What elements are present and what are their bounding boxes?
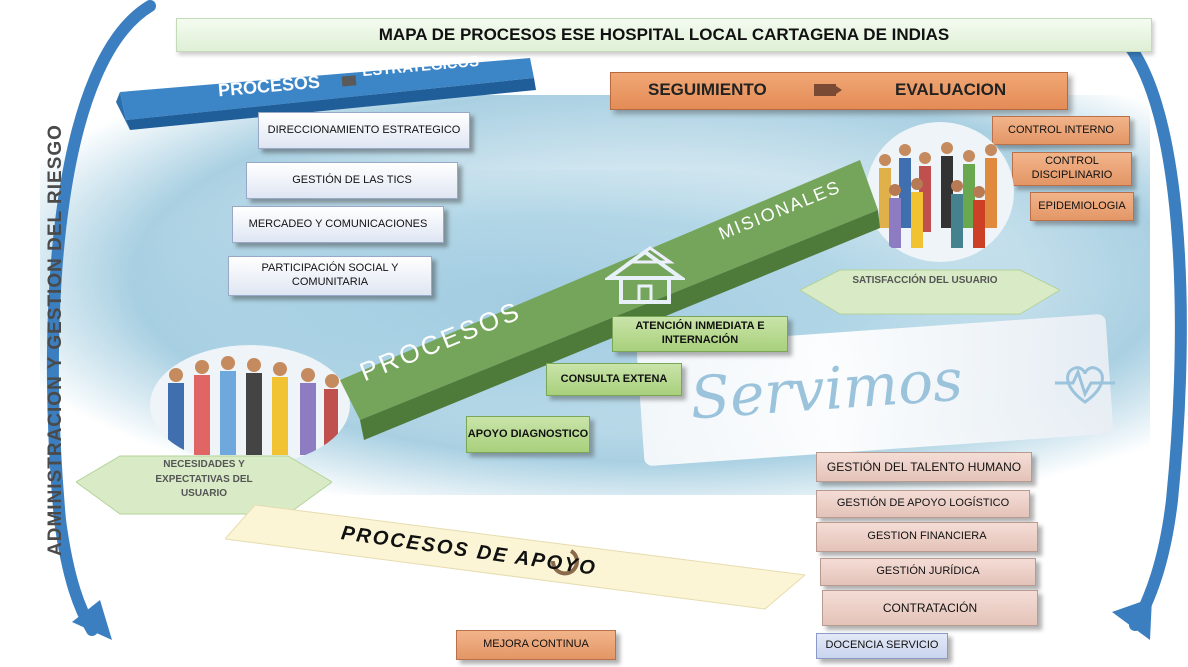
eval-item-epidemiologia: EPIDEMIOLOGIA [1030, 192, 1134, 221]
users-group-left [150, 345, 350, 465]
eval-item-control-disciplinario: CONTROL DISCIPLINARIO [1012, 152, 1132, 186]
users-group-right [866, 122, 1014, 262]
left-risk-arrow [46, 0, 156, 636]
support-item-juridica: GESTIÓN JURÍDICA [820, 558, 1036, 586]
strategic-item-tics: GESTIÓN DE LAS TICS [246, 162, 458, 199]
missional-item-consulta: CONSULTA EXTENA [546, 363, 682, 396]
support-item-talento: GESTIÓN DEL TALENTO HUMANO [816, 452, 1032, 482]
support-banner [225, 505, 807, 610]
input-label: NECESIDADES Y EXPECTATIVAS DEL USUARIO [155, 459, 253, 499]
evaluation-banner-left: SEGUIMIENTO [648, 80, 767, 99]
support-item-contratacion: CONTRATACIÓN [822, 590, 1038, 626]
mejora-continua: MEJORA CONTINUA [456, 630, 616, 660]
strategic-item-participacion: PARTICIPACIÓN SOCIAL Y COMUNITARIA [228, 256, 432, 296]
heart-icon [1055, 366, 1115, 404]
strategic-item-mercadeo: MERCADEO Y COMUNICACIONES [232, 206, 444, 243]
right-arrow-head [1112, 598, 1152, 640]
risk-management-label: ADMINISTRACION Y GESTION DEL RIESGO [45, 124, 66, 556]
strategic-banner [116, 58, 536, 130]
support-item-logistico: GESTIÓN DE APOYO LOGÍSTICO [816, 490, 1030, 518]
output-label: SATISFACCIÓN DEL USUARIO [852, 275, 998, 286]
satisfaction-ribbon [800, 269, 1060, 315]
missional-item-atencion: ATENCIÓN INMEDIATA E INTERNACIÓN [612, 316, 788, 352]
right-risk-arrow [1109, 24, 1187, 631]
evaluation-banner-right: EVALUACION [895, 80, 1007, 99]
map-title: MAPA DE PROCESOS ESE HOSPITAL LOCAL CART… [176, 18, 1152, 52]
support-item-financiera: GESTION FINANCIERA [816, 522, 1038, 552]
house-icon [605, 249, 685, 304]
support-item-docencia: DOCENCIA SERVICIO [816, 633, 948, 659]
left-arrow-head [72, 600, 112, 640]
missional-item-apoyo-diagnostico: APOYO DIAGNOSTICO [466, 416, 590, 453]
strategic-item-direccionamiento: DIRECCIONAMIENTO ESTRATEGICO [258, 112, 470, 149]
needs-ribbon [76, 455, 332, 515]
camera-icon [814, 84, 836, 96]
cycle-arrow-icon [550, 549, 579, 576]
eval-item-control-interno: CONTROL INTERNO [992, 116, 1130, 145]
camera-lens-icon [836, 86, 842, 94]
